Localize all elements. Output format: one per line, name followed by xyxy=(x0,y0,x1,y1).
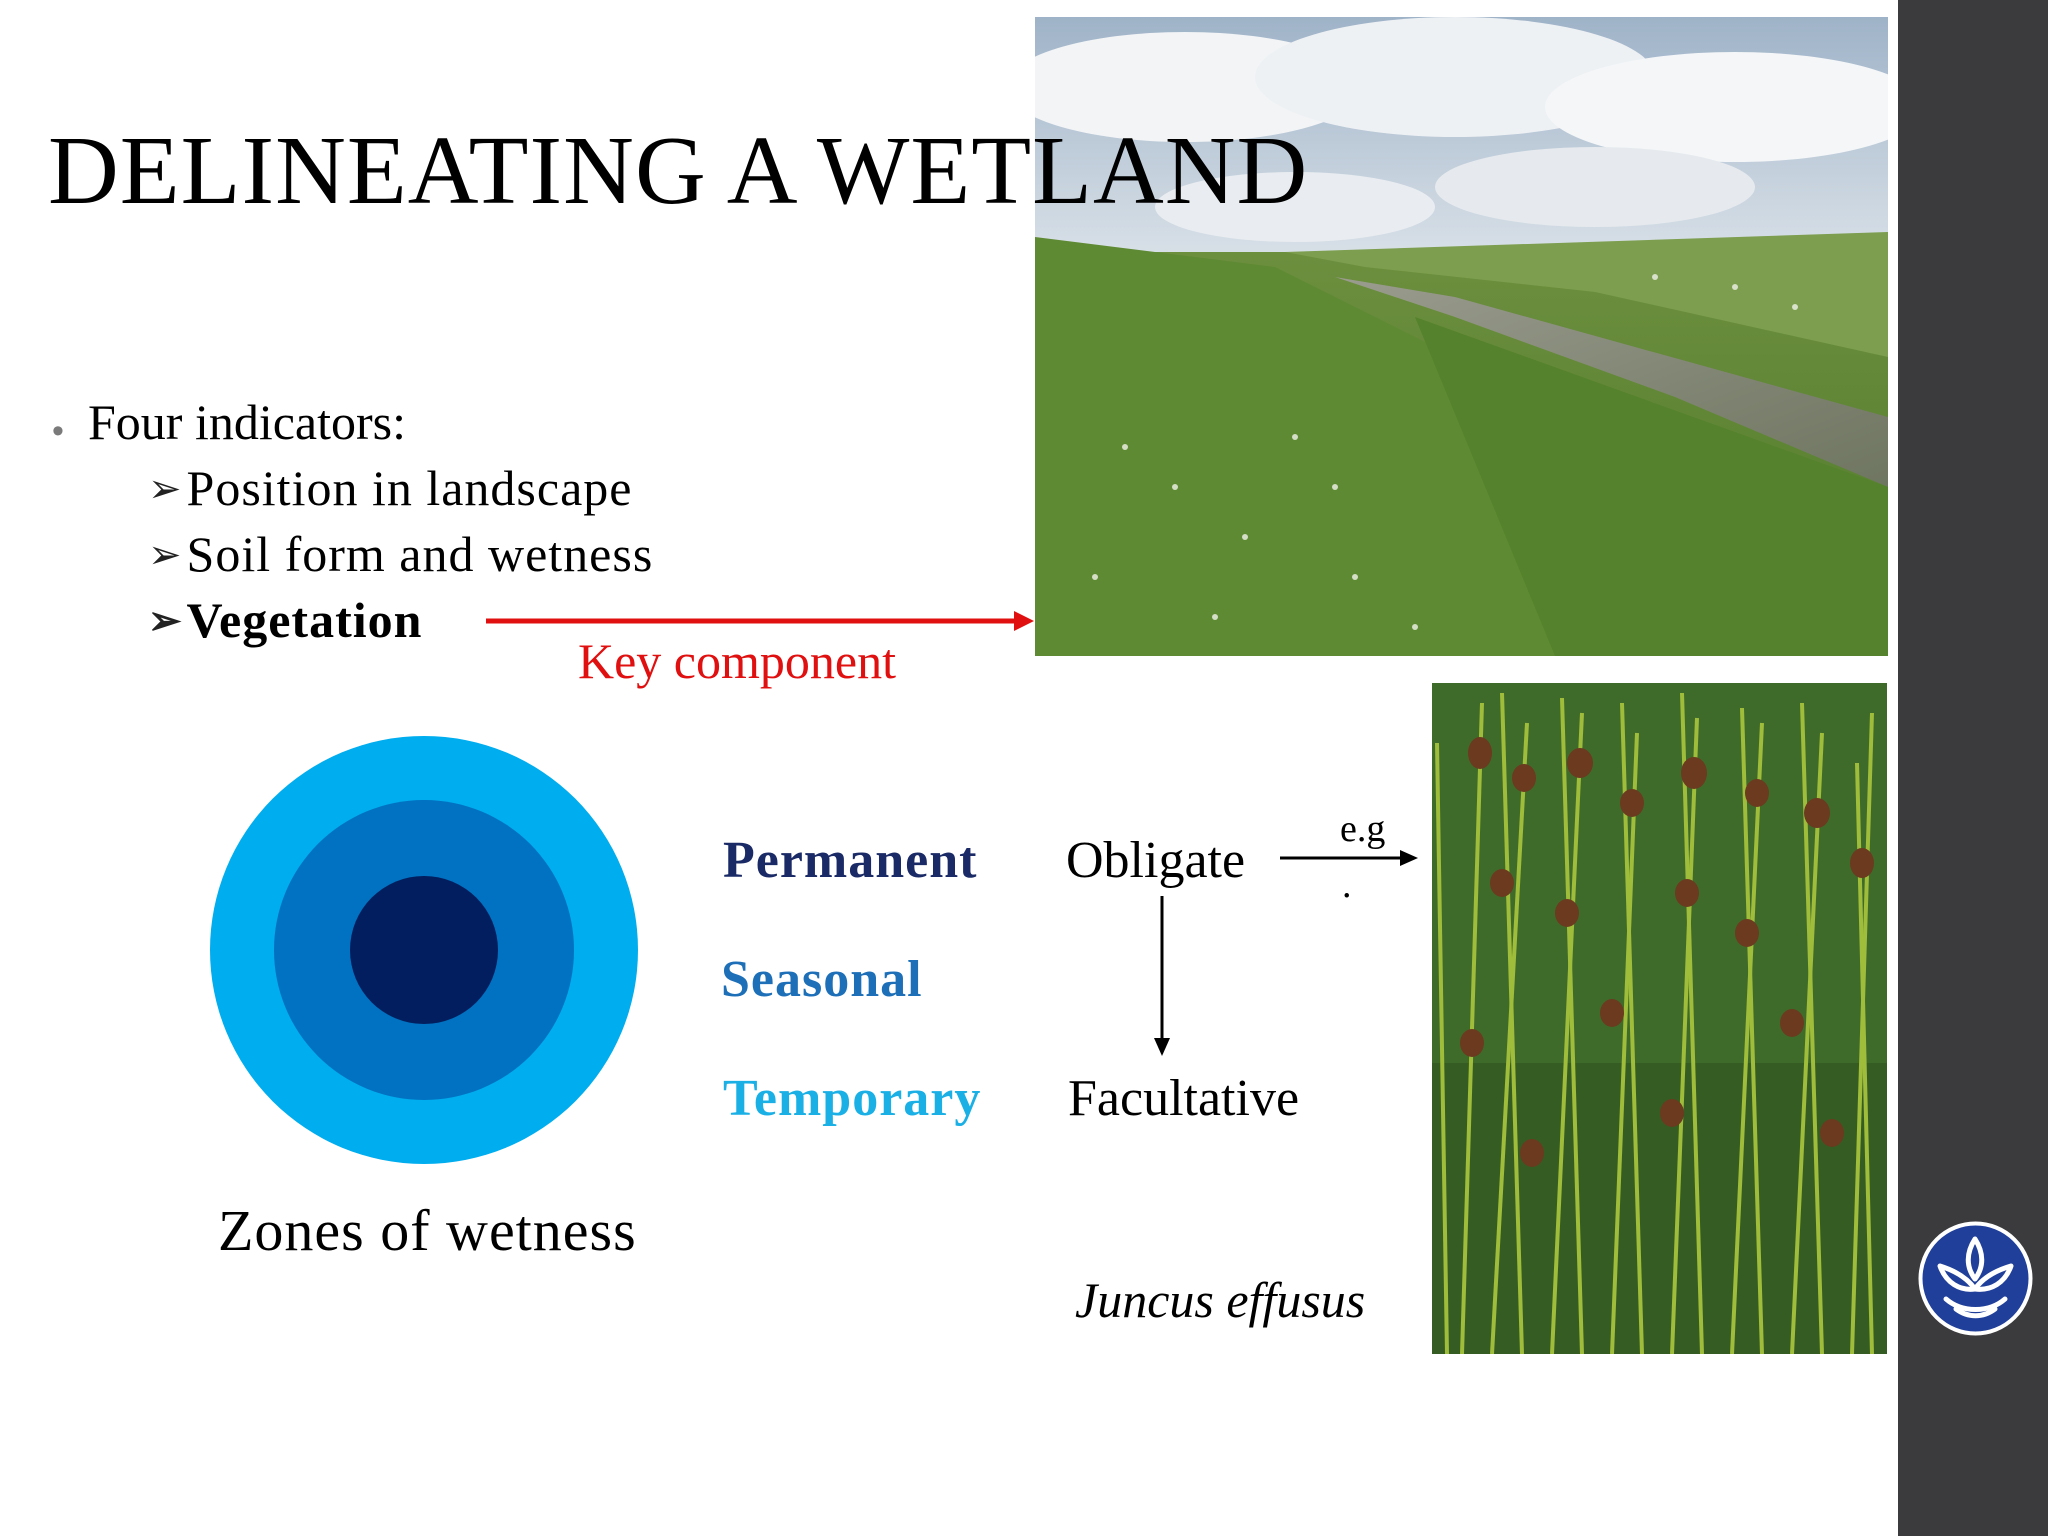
wetness-zones-diagram xyxy=(210,736,638,1164)
bullet-dot-icon: • xyxy=(52,412,64,450)
vegetation-arrow xyxy=(486,611,1034,631)
level-temporary: Temporary xyxy=(723,1070,982,1127)
indicator-item: ➢Vegetation xyxy=(148,595,422,645)
slide: DELINEATING A WETLAND • Four indicators:… xyxy=(48,17,1888,1354)
indicator-item: ➢Position in landscape xyxy=(148,463,632,513)
level-permanent: Permanent xyxy=(723,832,978,889)
arrow-bullet-icon: ➢ xyxy=(148,532,183,577)
vegetation-facultative: Facultative xyxy=(1068,1070,1300,1127)
juncus-effusus-photo xyxy=(1432,683,1887,1354)
slide-title: DELINEATING A WETLAND xyxy=(48,117,1309,225)
wetland-landscape-photo xyxy=(1035,17,1888,656)
zones-caption: Zones of wetness xyxy=(218,1198,637,1263)
lotus-logo-icon xyxy=(1918,1221,2033,1336)
permanent-zone xyxy=(350,876,498,1024)
eg-dot: . xyxy=(1342,864,1352,906)
indicator-label-vegetation: Vegetation xyxy=(186,592,423,648)
key-component-label: Key component xyxy=(578,633,896,689)
indicator-label: Position in landscape xyxy=(186,460,633,516)
species-label: Juncus effusus xyxy=(1075,1272,1366,1328)
vegetation-obligate: Obligate xyxy=(1066,832,1246,889)
indicator-label: Soil form and wetness xyxy=(186,526,654,582)
obligate-to-facultative-arrow xyxy=(1154,896,1170,1056)
arrow-bullet-icon: ➢ xyxy=(148,466,183,511)
diagram-overlay xyxy=(210,611,1418,1164)
indicators-heading: Four indicators: xyxy=(88,394,407,450)
arrow-bullet-icon: ➢ xyxy=(148,598,183,643)
eg-arrow xyxy=(1280,850,1418,866)
indicator-item: ➢Soil form and wetness xyxy=(148,529,653,579)
level-seasonal: Seasonal xyxy=(721,951,923,1008)
eg-label: e.g xyxy=(1340,808,1386,850)
